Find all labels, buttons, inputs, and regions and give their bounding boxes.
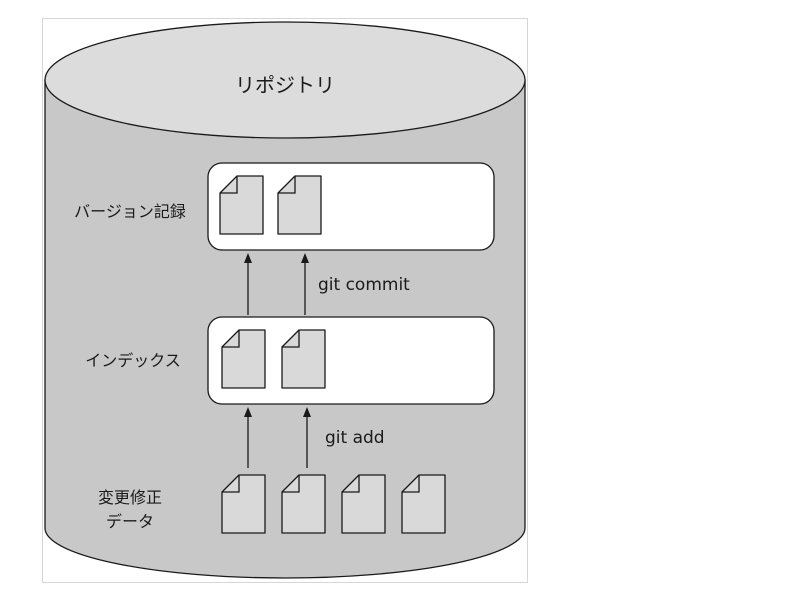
- git-add-command: git add: [325, 428, 385, 448]
- working-changes-label-line1: 変更修正: [98, 488, 162, 507]
- file-fold-corner: [282, 330, 300, 348]
- working-file-icon: [221, 474, 266, 534]
- file-fold-corner: [402, 475, 420, 493]
- index-file-icon: [221, 329, 266, 389]
- version-history-file-icon: [277, 175, 322, 235]
- file-fold-corner: [222, 330, 240, 348]
- repository-cylinder-top: [44, 21, 526, 139]
- file-fold-corner: [220, 176, 238, 194]
- file-fold-corner: [282, 475, 300, 493]
- working-file-icon: [341, 474, 386, 534]
- file-icons: [219, 175, 446, 534]
- working-file-icon: [401, 474, 446, 534]
- commit-arrows: [244, 253, 309, 315]
- version-history-file-icon: [219, 175, 264, 235]
- file-fold-corner: [222, 475, 240, 493]
- file-fold-corner: [342, 475, 360, 493]
- file-fold-corner: [278, 176, 296, 194]
- version-history-label: バージョン記録: [74, 202, 186, 221]
- git-commit-command: git commit: [318, 275, 410, 295]
- working-file-icon: [281, 474, 326, 534]
- commit-arrowhead-left: [244, 253, 252, 263]
- repository-title: リポジトリ: [235, 73, 335, 97]
- index-box: [207, 316, 495, 405]
- working-changes-label-line2: データ: [106, 512, 154, 531]
- index-file-icon: [281, 329, 326, 389]
- add-arrowhead-right: [303, 407, 311, 417]
- commit-arrowhead-right: [301, 253, 309, 263]
- add-arrows: [244, 407, 311, 468]
- index-label: インデックス: [85, 351, 181, 370]
- add-arrowhead-left: [244, 407, 252, 417]
- figure-frame: [42, 18, 528, 583]
